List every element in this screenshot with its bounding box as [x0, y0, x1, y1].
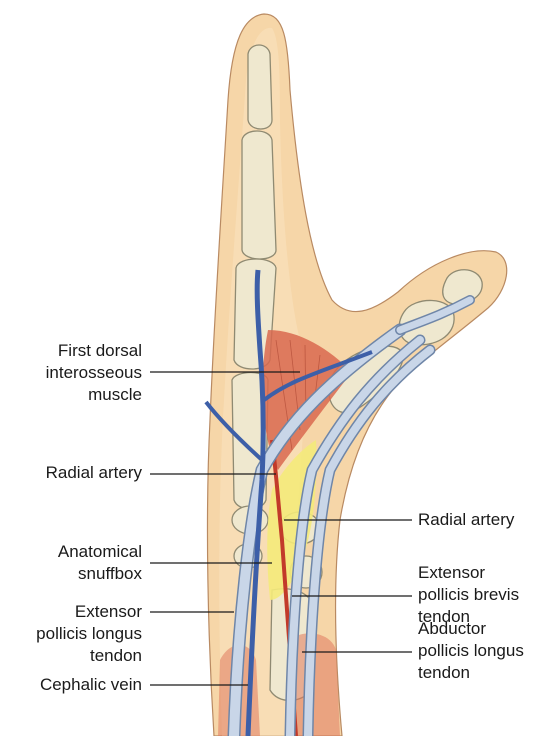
- label-line: tendon: [90, 646, 142, 665]
- label-line: Abductor: [418, 619, 487, 638]
- label-extensor-pollicis-brevis: Extensor pollicis brevis tendon: [418, 562, 519, 628]
- label-line: pollicis longus: [36, 624, 142, 643]
- label-line: Radial artery: [45, 463, 142, 482]
- label-line: First dorsal: [57, 341, 142, 360]
- label-line: tendon: [418, 663, 470, 682]
- label-line: tendon: [418, 607, 470, 626]
- label-abductor-pollicis-longus: Abductor pollicis longus tendon: [418, 618, 524, 684]
- label-anatomical-snuffbox: Anatomical snuffbox: [58, 541, 142, 585]
- leader-lines: [150, 371, 412, 686]
- label-line: muscle: [88, 385, 142, 404]
- label-line: pollicis brevis: [418, 585, 520, 604]
- label-radial-artery-left: Radial artery: [46, 462, 142, 484]
- cephalic-vein: [245, 269, 266, 737]
- label-line: Anatomical: [57, 542, 142, 561]
- label-line: pollicis longus: [418, 641, 524, 660]
- label-line: Cephalic vein: [39, 675, 142, 694]
- label-line: Extensor: [418, 563, 486, 582]
- label-line: Radial artery: [418, 510, 515, 529]
- label-extensor-pollicis-longus: Extensor pollicis longus tendon: [36, 601, 142, 667]
- label-line: interosseous: [45, 363, 142, 382]
- label-radial-artery-right: Radial artery: [418, 509, 514, 531]
- label-line: Extensor: [74, 602, 142, 621]
- label-line: snuffbox: [78, 564, 142, 583]
- label-cephalic-vein: Cephalic vein: [40, 674, 142, 696]
- label-first-dorsal-interosseous: First dorsal interosseous muscle: [46, 340, 142, 406]
